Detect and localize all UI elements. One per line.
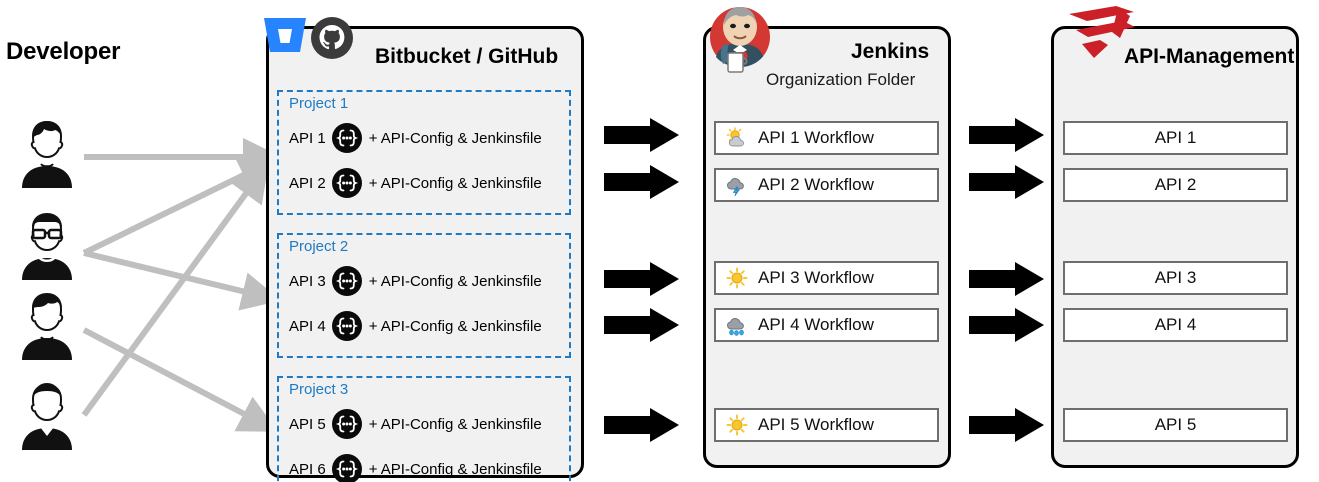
api-row-2[interactable]: API 2 + API-Config & Jenkinsfile	[289, 168, 542, 198]
apim-api-5-label: API 5	[1154, 415, 1197, 434]
api-row-6-name: API 6	[289, 460, 326, 478]
developer-avatar-4	[18, 380, 76, 450]
project-label-1: Project 1	[289, 95, 349, 112]
flow-arrow-jenkins-to-apim-3	[969, 262, 1044, 296]
github-logo	[310, 16, 354, 60]
project-box-2	[277, 233, 571, 358]
swagger-icon	[331, 123, 362, 153]
jenkins-workflow-2[interactable]: API 2 Workflow	[714, 168, 939, 202]
flow-arrow-jenkins-to-apim-4	[969, 308, 1044, 342]
apim-api-4[interactable]: API 4	[1063, 308, 1288, 342]
scm-panel-title: Bitbucket / GitHub	[375, 45, 559, 68]
developer-avatar-3	[18, 290, 76, 360]
sun-behind-cloud-icon	[726, 127, 748, 149]
jenkins-panel-subtitle: Organization Folder	[766, 70, 916, 89]
jenkins-butler-logo	[707, 3, 773, 75]
apim-api-1-label: API 1	[1154, 128, 1197, 147]
jenkins-workflow-4[interactable]: API 4 Workflow	[714, 308, 939, 342]
apim-api-2-label: API 2	[1154, 175, 1197, 194]
api-row-1-name: API 1	[289, 129, 326, 147]
jenkins-workflow-5-label: API 5 Workflow	[758, 415, 874, 434]
sun-icon	[726, 267, 748, 289]
api-row-3[interactable]: API 3 + API-Config & Jenkinsfile	[289, 266, 542, 296]
scm-panel	[266, 26, 584, 478]
bitbucket-logo	[262, 12, 308, 58]
api-row-3-suffix: + API-Config & Jenkinsfile	[368, 272, 542, 290]
swagger-icon	[331, 266, 362, 296]
cloud-with-lightning-icon	[726, 174, 748, 196]
api-row-3-name: API 3	[289, 272, 326, 290]
axway-logo	[1066, 2, 1142, 62]
apim-api-2[interactable]: API 2	[1063, 168, 1288, 202]
api-row-1[interactable]: API 1 + API-Config & Jenkinsfile	[289, 123, 542, 153]
apim-api-5[interactable]: API 5	[1063, 408, 1288, 442]
jenkins-workflow-2-label: API 2 Workflow	[758, 175, 874, 194]
project-label-2: Project 2	[289, 238, 349, 255]
developer-heading: Developer	[6, 38, 121, 65]
project-box-1	[277, 90, 571, 215]
developer-avatar-2	[18, 210, 76, 280]
api-row-1-suffix: + API-Config & Jenkinsfile	[368, 129, 542, 147]
swagger-icon	[331, 409, 362, 439]
sun-icon	[726, 414, 748, 436]
jenkins-workflow-3[interactable]: API 3 Workflow	[714, 261, 939, 295]
flow-arrow-scm-to-jenkins-3	[604, 262, 679, 296]
api-row-5-name: API 5	[289, 415, 326, 433]
flow-arrow-jenkins-to-apim-5	[969, 408, 1044, 442]
api-row-5[interactable]: API 5 + API-Config & Jenkinsfile	[289, 409, 542, 439]
jenkins-panel-title: Jenkins	[851, 40, 930, 63]
flow-arrow-jenkins-to-apim-2	[969, 165, 1044, 199]
apim-api-1[interactable]: API 1	[1063, 121, 1288, 155]
api-row-6-suffix: + API-Config & Jenkinsfile	[368, 460, 542, 478]
jenkins-workflow-4-label: API 4 Workflow	[758, 315, 874, 334]
apim-panel	[1051, 26, 1299, 468]
flow-arrow-jenkins-to-apim-1	[969, 118, 1044, 152]
cloud-with-rain-icon	[726, 314, 748, 336]
flow-arrow-scm-to-jenkins-5	[604, 408, 679, 442]
api-row-4-name: API 4	[289, 317, 326, 335]
jenkins-workflow-1-label: API 1 Workflow	[758, 128, 874, 147]
api-row-6[interactable]: API 6 + API-Config & Jenkinsfile	[289, 454, 542, 482]
swagger-icon	[331, 311, 362, 341]
api-row-4-suffix: + API-Config & Jenkinsfile	[368, 317, 542, 335]
api-row-5-suffix: + API-Config & Jenkinsfile	[368, 415, 542, 433]
apim-panel-title: API-Management	[1124, 45, 1295, 68]
apim-api-3-label: API 3	[1154, 268, 1197, 287]
apim-api-4-label: API 4	[1154, 315, 1197, 334]
swagger-icon	[331, 168, 362, 198]
api-row-2-suffix: + API-Config & Jenkinsfile	[368, 174, 542, 192]
swagger-icon	[331, 454, 362, 482]
api-row-2-name: API 2	[289, 174, 326, 192]
jenkins-panel	[703, 26, 951, 468]
developer-avatar-1	[18, 118, 76, 188]
flow-arrow-scm-to-jenkins-2	[604, 165, 679, 199]
jenkins-workflow-3-label: API 3 Workflow	[758, 268, 874, 287]
project-label-3: Project 3	[289, 381, 349, 398]
api-row-4[interactable]: API 4 + API-Config & Jenkinsfile	[289, 311, 542, 341]
jenkins-workflow-5[interactable]: API 5 Workflow	[714, 408, 939, 442]
apim-api-3[interactable]: API 3	[1063, 261, 1288, 295]
project-box-3	[277, 376, 571, 482]
flow-arrow-scm-to-jenkins-1	[604, 118, 679, 152]
flow-arrow-scm-to-jenkins-4	[604, 308, 679, 342]
jenkins-workflow-1[interactable]: API 1 Workflow	[714, 121, 939, 155]
